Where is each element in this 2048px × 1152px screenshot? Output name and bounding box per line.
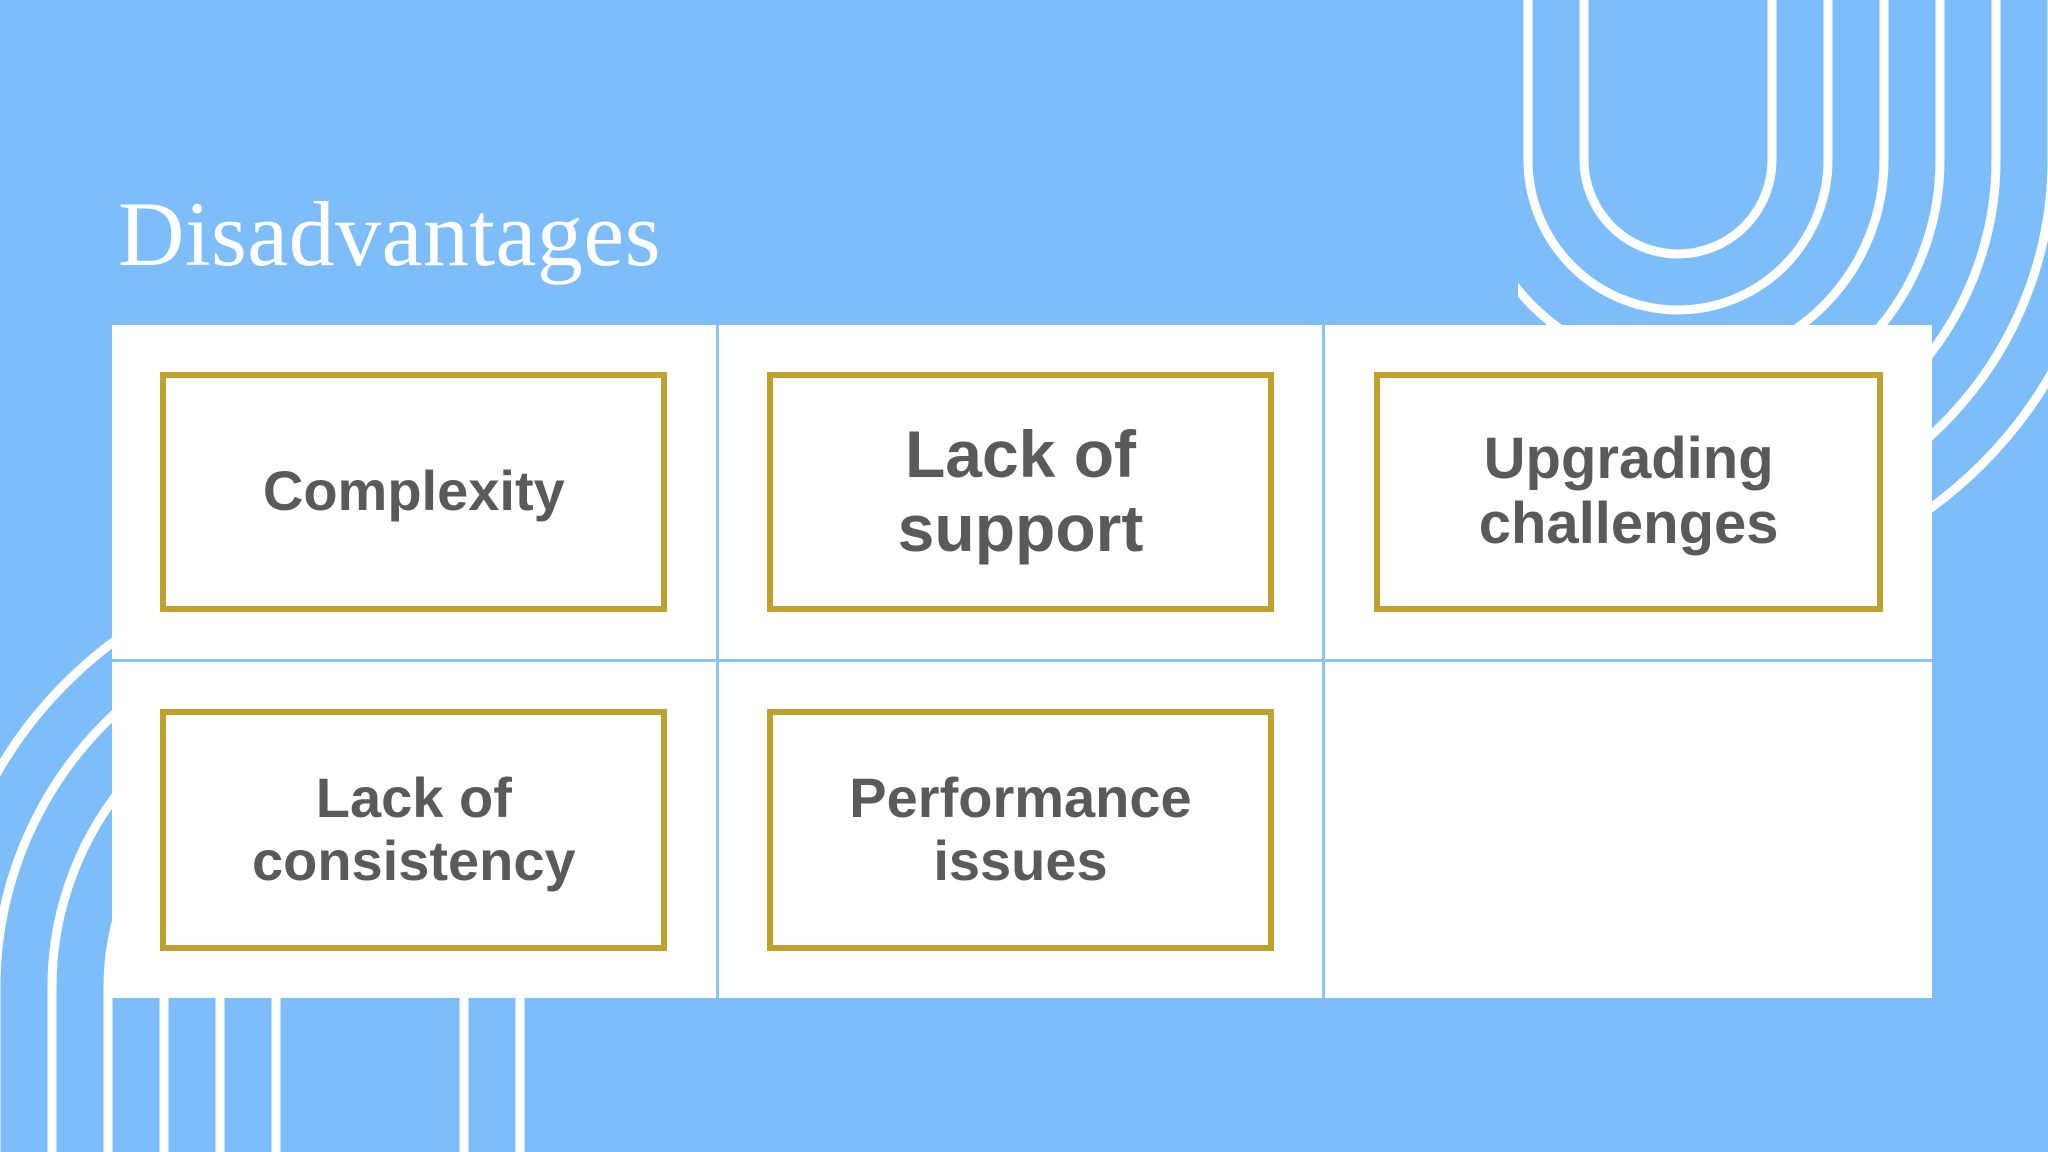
card-label: Performance issues — [849, 766, 1192, 892]
card-label: Complexity — [262, 459, 565, 523]
card-empty — [1373, 708, 1884, 951]
grid-cell-2: Lack of support — [718, 325, 1326, 662]
card-upgrading-challenges[interactable]: Upgrading challenges — [1373, 371, 1884, 612]
grid-cell-4: Lack of consistency — [112, 661, 719, 998]
grid-cell-6 — [1325, 661, 1932, 998]
card-lack-of-support[interactable]: Lack of support — [766, 371, 1275, 612]
grid-cell-3: Upgrading challenges — [1325, 325, 1932, 662]
card-performance-issues[interactable]: Performance issues — [766, 708, 1275, 951]
card-label: Lack of consistency — [251, 766, 576, 892]
page-title: Disadvantages — [118, 182, 662, 285]
card-label: Lack of support — [897, 416, 1144, 565]
disadvantages-grid: Complexity Lack of support Upgrading cha… — [112, 325, 1932, 998]
card-lack-of-consistency[interactable]: Lack of consistency — [160, 708, 668, 951]
card-complexity[interactable]: Complexity — [160, 371, 668, 612]
grid-cell-5: Performance issues — [718, 661, 1326, 998]
grid-cell-1: Complexity — [112, 325, 719, 662]
card-label: Upgrading challenges — [1478, 425, 1779, 556]
